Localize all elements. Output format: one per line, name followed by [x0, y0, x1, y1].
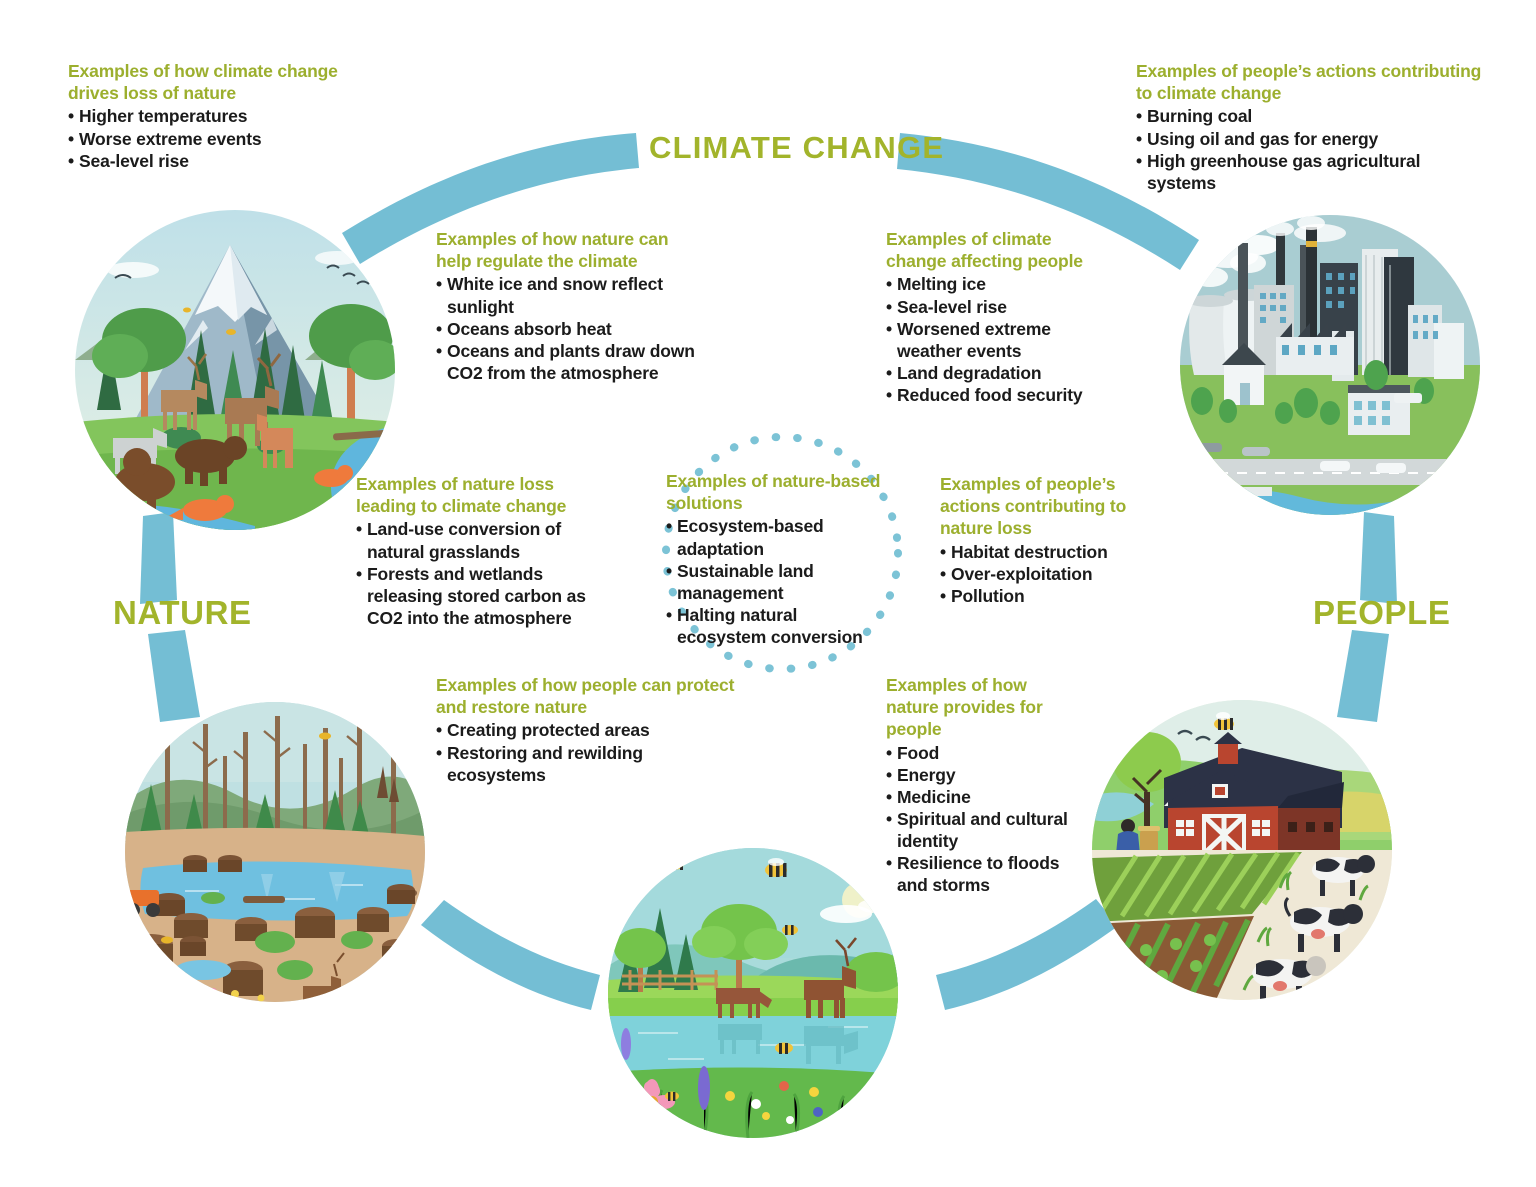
- block-title: Examples of people’s actions contributin…: [940, 474, 1127, 539]
- list-item: Reduced food security: [886, 384, 1106, 406]
- arrow-bottom-right: [936, 899, 1118, 1010]
- list-item: Land-use conversion of natural grassland…: [356, 518, 612, 562]
- block-list: Land-use conversion of natural grassland…: [356, 518, 612, 629]
- label-people: PEOPLE: [1313, 594, 1451, 631]
- list-item: Food: [886, 742, 1082, 764]
- block-people-actions-nature-loss: Examples of people’s actions contributin…: [940, 473, 1172, 607]
- list-item: Melting ice: [886, 273, 1106, 295]
- list-item: Using oil and gas for energy: [1136, 128, 1486, 150]
- list-item: Forests and wetlands releasing stored ca…: [356, 563, 612, 629]
- list-item: Oceans and plants draw down CO2 from the…: [436, 340, 696, 384]
- list-item: High greenhouse gas agricultural systems: [1136, 150, 1486, 194]
- block-title: Examples of how climate change drives lo…: [68, 61, 338, 104]
- list-item: Worse extreme events: [68, 128, 368, 150]
- block-title: Examples of nature-based solutions: [666, 471, 881, 514]
- arrow-left-upper: [140, 512, 177, 604]
- block-nature-loss-to-climate: Examples of nature loss leading to clima…: [356, 473, 612, 629]
- list-item: Sea-level rise: [886, 296, 1106, 318]
- block-nature-regulates-climate: Examples of how nature can help regulate…: [436, 228, 696, 384]
- list-item: Resilience to floods and storms: [886, 852, 1082, 896]
- block-title: Examples of how people can protect and r…: [436, 675, 735, 718]
- list-item: Spiritual and cultural identity: [886, 808, 1082, 852]
- arrow-bottom-left: [421, 900, 600, 1010]
- block-list: Ecosystem-based adaptation Sustainable l…: [666, 515, 882, 648]
- image-farm: [1092, 700, 1392, 1000]
- list-item: Habitat destruction: [940, 541, 1172, 563]
- block-list: Food Energy Medicine Spiritual and cultu…: [886, 742, 1082, 897]
- list-item: Creating protected areas: [436, 719, 736, 741]
- list-item: Worsened extreme weather events: [886, 318, 1106, 362]
- list-item: Pollution: [940, 585, 1172, 607]
- list-item: Restoring and rewilding ecosystems: [436, 742, 736, 786]
- block-list: Creating protected areas Restoring and r…: [436, 719, 736, 785]
- list-item: Over-exploitation: [940, 563, 1172, 585]
- list-item: Sea-level rise: [68, 150, 368, 172]
- block-climate-affects-people: Examples of climate change affecting peo…: [886, 228, 1106, 406]
- arrow-left-lower: [148, 630, 200, 722]
- image-restored-meadow: [608, 848, 898, 1138]
- block-nature-provides-people: Examples of how nature provides for peop…: [886, 674, 1082, 897]
- list-item: Halting natural ecosystem conversion: [666, 604, 882, 648]
- list-item: Higher temperatures: [68, 105, 368, 127]
- block-list: White ice and snow reflect sunlight Ocea…: [436, 273, 696, 384]
- block-list: Burning coal Using oil and gas for energ…: [1136, 105, 1486, 194]
- image-healthy-forest: [75, 210, 395, 530]
- block-people-protect-nature: Examples of how people can protect and r…: [436, 674, 736, 786]
- list-item: Oceans absorb heat: [436, 318, 696, 340]
- block-title: Examples of people’s actions contributin…: [1136, 61, 1482, 104]
- label-nature: NATURE: [113, 594, 252, 631]
- block-list: Habitat destruction Over-exploitation Po…: [940, 541, 1172, 608]
- list-item: Ecosystem-based adaptation: [666, 515, 882, 559]
- list-item: Land degradation: [886, 362, 1106, 384]
- block-title: Examples of how nature can help regulate…: [436, 229, 669, 272]
- block-climate-drives-nature-loss: Examples of how climate change drives lo…: [68, 60, 368, 172]
- image-industrial-city: [1180, 215, 1480, 515]
- block-title: Examples of how nature provides for peop…: [886, 675, 1043, 740]
- block-title: Examples of nature loss leading to clima…: [356, 474, 567, 517]
- list-item: Sustainable land management: [666, 560, 882, 604]
- block-nature-based-solutions: Examples of nature-based solutions Ecosy…: [666, 470, 882, 648]
- block-title: Examples of climate change affecting peo…: [886, 229, 1083, 272]
- list-item: Energy: [886, 764, 1082, 786]
- image-deforested-land: [125, 702, 425, 1002]
- block-people-actions-climate: Examples of people’s actions contributin…: [1136, 60, 1486, 194]
- list-item: Medicine: [886, 786, 1082, 808]
- arrow-right-lower: [1337, 630, 1389, 722]
- arrow-right-upper: [1360, 512, 1397, 604]
- title-climate-change: CLIMATE CHANGE: [649, 130, 945, 165]
- block-list: Melting ice Sea-level rise Worsened extr…: [886, 273, 1106, 406]
- block-list: Higher temperatures Worse extreme events…: [68, 105, 368, 172]
- list-item: Burning coal: [1136, 105, 1486, 127]
- list-item: White ice and snow reflect sunlight: [436, 273, 696, 317]
